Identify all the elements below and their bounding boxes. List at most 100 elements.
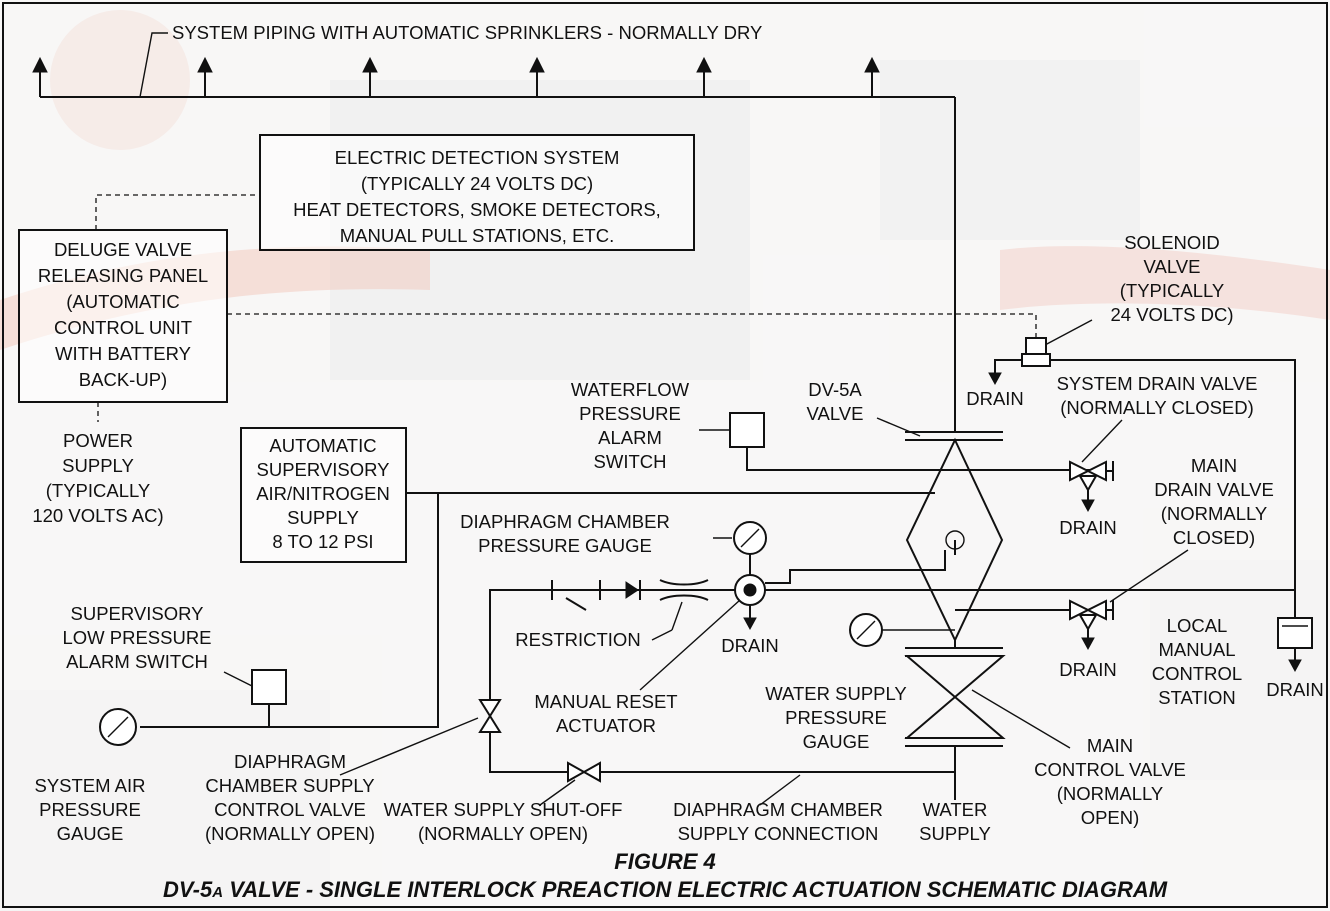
main-drain-valve-label: CLOSED) [1173, 527, 1255, 548]
air-supply-label: SUPERVISORY [257, 459, 390, 480]
system-piping-label: SYSTEM PIPING WITH AUTOMATIC SPRINKLERS … [172, 22, 762, 43]
solenoid-label: SOLENOID [1124, 232, 1220, 253]
drain-arrow-icon [1288, 659, 1302, 673]
restriction-label: RESTRICTION [515, 629, 640, 650]
sprinkler-icon [197, 56, 213, 73]
solenoid-label: 24 VOLTS DC) [1110, 304, 1233, 325]
main-drain-valve-label: DRAIN VALVE [1154, 479, 1274, 500]
system-drain-valve-label: SYSTEM DRAIN VALVE [1057, 373, 1258, 394]
system-drain-valve-icon [1069, 460, 1114, 493]
detection-label: (TYPICALLY 24 VOLTS DC) [361, 173, 593, 194]
sprinkler-icon [529, 56, 545, 73]
water-supply-shutoff-icon [567, 761, 601, 783]
local-manual-station-icon [1277, 617, 1313, 649]
diaphragm-supply-valve-label: CHAMBER SUPPLY [205, 775, 374, 796]
shutoff-label: (NORMALLY OPEN) [418, 823, 588, 844]
water-supply-gauge-label: GAUGE [803, 731, 870, 752]
system-air-gauge-label: GAUGE [57, 823, 124, 844]
releasing-panel-label: (AUTOMATIC [66, 291, 179, 312]
air-supply-label: AUTOMATIC [269, 435, 376, 456]
solenoid-label: (TYPICALLY [1120, 280, 1225, 301]
sprinkler-icon [32, 56, 48, 73]
main-control-valve-label: OPEN) [1081, 807, 1140, 828]
main-control-valve-label: CONTROL VALVE [1034, 759, 1186, 780]
water-supply-gauge-label: WATER SUPPLY [765, 683, 907, 704]
waterflow-switch-label: SWITCH [594, 451, 667, 472]
main-control-valve-label: (NORMALLY [1057, 783, 1164, 804]
releasing-panel-label: DELUGE VALVE [54, 239, 192, 260]
diaphragm-supply-valve-label: DIAPHRAGM [234, 751, 346, 772]
drain-label: DRAIN [721, 635, 779, 656]
system-air-pressure-gauge-icon [99, 708, 137, 746]
supervisory-switch-label: LOW PRESSURE [62, 627, 211, 648]
drain-arrow-icon [743, 617, 757, 631]
air-supply-box [240, 427, 407, 563]
drain-label: DRAIN [1059, 517, 1117, 538]
drain-label: DRAIN [966, 388, 1024, 409]
main-drain-valve-label: (NORMALLY [1161, 503, 1268, 524]
power-supply-label: 120 VOLTS AC) [32, 505, 163, 526]
local-station-label: LOCAL [1167, 615, 1228, 636]
detection-wiring [95, 194, 260, 230]
sprinkler-icon [362, 56, 378, 73]
waterflow-switch-label: PRESSURE [579, 403, 681, 424]
water-supply-label: SUPPLY [919, 823, 991, 844]
supervisory-air-pipe [140, 493, 439, 728]
waterflow-switch-icon [729, 412, 765, 448]
local-station-label: CONTROL [1152, 663, 1242, 684]
drain-arrow-icon [1081, 499, 1095, 513]
releasing-panel-box [18, 229, 228, 403]
releasing-panel-label: WITH BATTERY [55, 343, 191, 364]
manual-reset-label: MANUAL RESET [534, 691, 677, 712]
air-supply-label: 8 TO 12 PSI [272, 531, 373, 552]
water-supply-label: WATER [923, 799, 988, 820]
power-supply-label: POWER [63, 430, 133, 451]
main-drain-valve-label: MAIN [1191, 455, 1237, 476]
solenoid-valve-icon [1021, 337, 1051, 367]
detection-label: HEAT DETECTORS, SMOKE DETECTORS, [293, 199, 661, 220]
power-supply-label: (TYPICALLY [46, 480, 151, 501]
local-station-label: STATION [1158, 687, 1235, 708]
supervisory-switch-icon [251, 669, 287, 705]
diaphragm-supply-valve-label: (NORMALLY OPEN) [205, 823, 375, 844]
releasing-panel-label: CONTROL UNIT [54, 317, 192, 338]
diaphragm-pressure-gauge-icon [733, 521, 767, 555]
restriction-icon [659, 579, 709, 601]
detection-label: MANUAL PULL STATIONS, ETC. [340, 225, 614, 246]
waterflow-switch-label: WATERFLOW [571, 379, 690, 400]
figure-title: DV-5A VALVE - SINGLE INTERLOCK PREACTION… [163, 877, 1168, 902]
check-valve-icon [551, 580, 641, 611]
system-drain-valve-label: (NORMALLY CLOSED) [1060, 397, 1254, 418]
dv5a-valve-label: VALVE [807, 403, 864, 424]
supply-connection-label: SUPPLY CONNECTION [678, 823, 879, 844]
system-air-gauge-label: PRESSURE [39, 799, 141, 820]
supervisory-switch-label: ALARM SWITCH [66, 651, 208, 672]
supervisory-switch-label: SUPERVISORY [71, 603, 204, 624]
drain-arrow-icon [1081, 637, 1095, 651]
power-supply-label: SUPPLY [62, 455, 134, 476]
drain-arrow-icon [988, 372, 1002, 386]
air-supply-label: AIR/NITROGEN [256, 483, 390, 504]
system-air-gauge-label: SYSTEM AIR [34, 775, 145, 796]
diaphragm-gauge-label: DIAPHRAGM CHAMBER [460, 511, 670, 532]
supply-connection-label: DIAPHRAGM CHAMBER [673, 799, 883, 820]
main-control-valve-label: MAIN [1087, 735, 1133, 756]
supply-connection-pipe [489, 732, 955, 773]
drain-label: DRAIN [1059, 659, 1117, 680]
water-supply-pressure-gauge-icon [849, 613, 883, 647]
dv5a-valve-label: DV-5A [808, 379, 862, 400]
air-supply-label: SUPPLY [287, 507, 359, 528]
main-drain-valve-icon [1069, 599, 1114, 632]
system-piping [32, 32, 956, 432]
detection-label: ELECTRIC DETECTION SYSTEM [335, 147, 620, 168]
detection-system-box [259, 134, 695, 251]
diaphragm-supply-valve-label: CONTROL VALVE [214, 799, 366, 820]
sprinkler-icon [864, 56, 880, 73]
releasing-panel-label: RELEASING PANEL [38, 265, 208, 286]
local-station-label: MANUAL [1158, 639, 1235, 660]
diaphragm-gauge-label: PRESSURE GAUGE [478, 535, 652, 556]
solenoid-label: VALVE [1144, 256, 1201, 277]
figure-number: FIGURE 4 [614, 849, 715, 874]
